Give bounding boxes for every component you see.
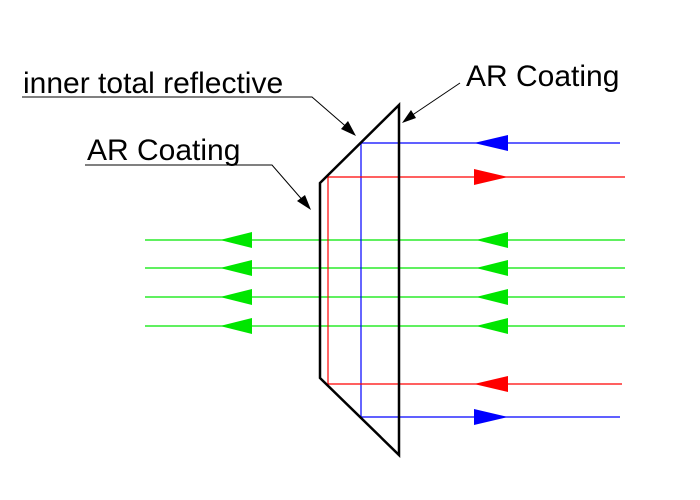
green-arrow-left-1 xyxy=(220,232,252,248)
leader-line-ar-left xyxy=(85,164,306,204)
leader-ar-left xyxy=(85,164,311,210)
blue-arrow-in xyxy=(474,135,508,151)
label-inner-total-reflective: inner total reflective xyxy=(23,67,283,100)
red-arrow-out xyxy=(474,169,508,185)
leader-line-inner xyxy=(22,96,351,131)
leader-arrow-ar-right xyxy=(402,110,416,123)
green-arrow-right-4 xyxy=(476,318,508,334)
blue-ray-path xyxy=(360,135,620,425)
green-arrow-right-3 xyxy=(476,289,508,305)
green-arrow-left-4 xyxy=(220,318,252,334)
label-ar-coating-right: AR Coating xyxy=(466,60,619,93)
red-arrow-in xyxy=(474,376,508,392)
prism-outline xyxy=(318,102,401,458)
green-arrow-right-2 xyxy=(476,260,508,276)
green-arrow-left-2 xyxy=(220,260,252,276)
red-ray-path xyxy=(327,169,625,392)
red-ray xyxy=(327,176,625,385)
leader-inner-reflective xyxy=(22,96,356,136)
blue-arrow-out xyxy=(474,409,508,425)
label-ar-coating-left: AR Coating xyxy=(87,134,240,167)
leader-ar-right xyxy=(402,82,461,123)
green-arrow-right-1 xyxy=(476,232,508,248)
leader-arrow-ar-left xyxy=(297,195,311,210)
leader-line-ar-right xyxy=(407,82,461,119)
green-arrow-left-3 xyxy=(220,289,252,305)
green-rays xyxy=(145,232,625,334)
leader-arrow-inner xyxy=(341,121,356,136)
